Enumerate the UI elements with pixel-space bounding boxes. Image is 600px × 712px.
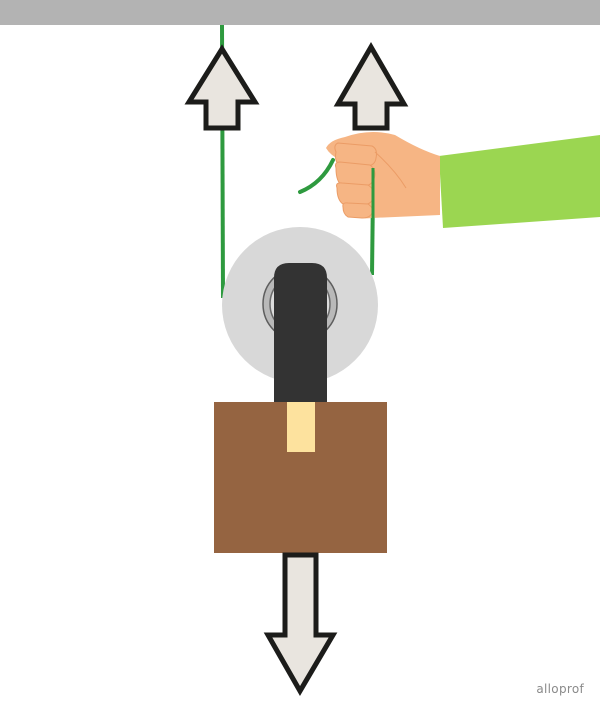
pulley-bracket: [274, 263, 327, 402]
arrow-up-right-icon: [333, 42, 409, 131]
box-tab: [287, 402, 315, 452]
sleeve: [439, 135, 600, 228]
ceiling-bar: [0, 0, 600, 25]
hand: [326, 131, 440, 219]
arrow-up-left-icon: [184, 44, 260, 131]
alloprof-logo: alloprof: [536, 682, 584, 696]
arrow-down-icon: [263, 552, 338, 696]
rope-tail: [298, 158, 335, 194]
